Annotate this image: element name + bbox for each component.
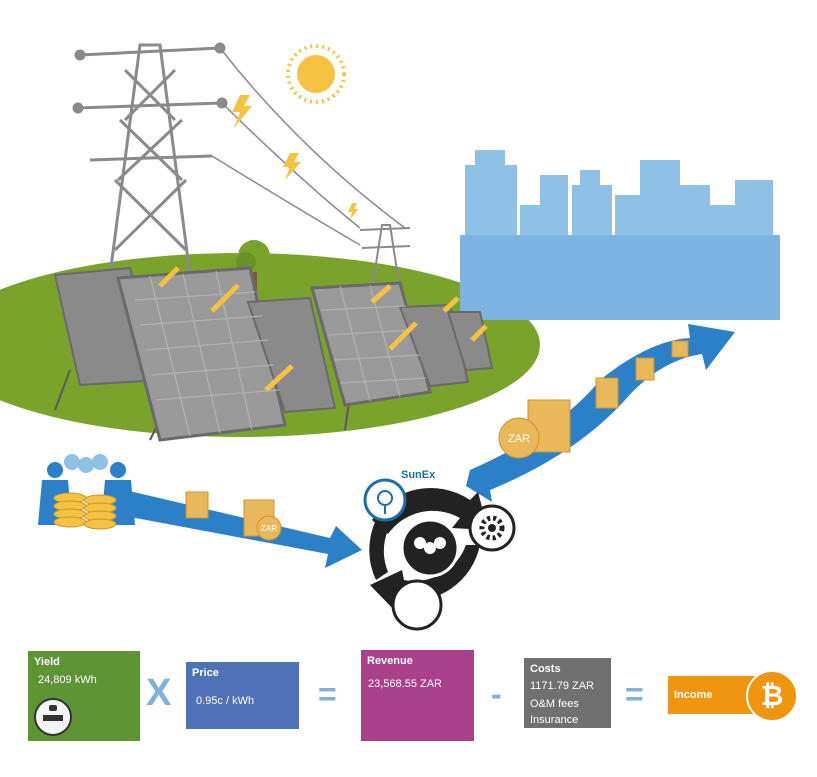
coin-label-small: ZAR	[261, 524, 277, 533]
equals-operator: =	[318, 676, 337, 712]
small-pylon-icon	[359, 224, 411, 291]
costs-item: O&M fees	[530, 698, 579, 710]
costs-box: Costs 1171.79 ZAR O&M fees Insurance	[524, 658, 611, 728]
yield-title: Yield	[34, 656, 60, 668]
yield-box: Yield 24,809 kWh	[28, 651, 140, 741]
costs-item: Insurance	[530, 714, 579, 726]
brand-label: SunEx	[401, 469, 436, 481]
sunex-process-cycle-icon	[363, 478, 516, 631]
coin-stack-icon	[185, 340, 689, 541]
power-lines	[211, 47, 406, 246]
solar-investment-illustration: ZAR ZAR	[0, 42, 780, 631]
revenue-value: 23,568.55 ZAR	[368, 678, 442, 690]
price-value: 0.95c / kWh	[196, 695, 255, 707]
power-pylon-icon	[72, 42, 228, 276]
revenue-box: Revenue 23,568.55 ZAR	[361, 650, 474, 741]
lightning-icon	[232, 95, 358, 220]
bitcoin-icon: ₿	[746, 670, 798, 722]
yield-value: 24,809 kWh	[38, 674, 97, 686]
costs-value: 1171.79 ZAR	[530, 680, 595, 692]
price-title: Price	[192, 667, 219, 679]
revenue-title: Revenue	[367, 655, 413, 667]
price-box: Price 0.95c / kWh	[186, 662, 299, 729]
equals-operator: =	[625, 676, 644, 712]
investors-group-icon	[38, 454, 135, 530]
sun-icon	[286, 44, 346, 104]
city-skyline-icon	[460, 150, 780, 320]
multiply-operator: X	[146, 672, 172, 714]
costs-title: Costs	[530, 663, 561, 675]
money-flow-arrow	[120, 324, 735, 568]
minus-operator: -	[491, 676, 502, 712]
coin-label: ZAR	[508, 433, 530, 445]
solar-panel-icon	[53, 266, 494, 442]
income-title: Income	[674, 689, 713, 701]
energy-meter-icon	[34, 698, 72, 736]
sunlight-arrow-icon	[158, 266, 488, 392]
